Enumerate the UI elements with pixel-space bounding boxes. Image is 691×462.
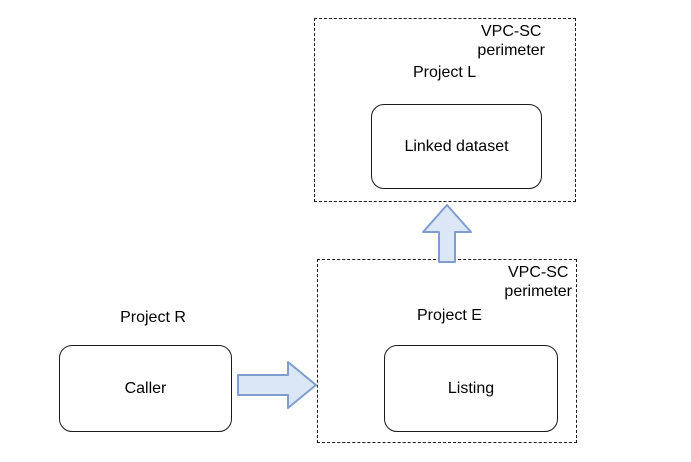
- caller-node-label: Caller: [124, 379, 167, 397]
- linked-dataset-node-label: Linked dataset: [404, 137, 509, 155]
- perimeter-top-label: VPC-SC perimeter: [477, 23, 545, 59]
- linked-dataset-node: Linked dataset: [371, 104, 542, 189]
- arrow-caller-to-listing-icon: [237, 361, 317, 409]
- up-arrow-shape: [422, 204, 472, 263]
- listing-node: Listing: [384, 345, 558, 432]
- vpc-sc-perimeter-top: VPC-SC perimeter Project L Linked datase…: [314, 18, 576, 202]
- caller-node: Caller: [59, 345, 232, 432]
- right-arrow-shape: [237, 361, 317, 409]
- project-l-label: Project L: [413, 64, 477, 81]
- vpc-sc-perimeter-bottom: VPC-SC perimeter Project E Listing: [317, 259, 577, 443]
- project-r-label: Project R: [120, 309, 186, 326]
- arrow-listing-to-linked-dataset-icon: [422, 204, 472, 263]
- perimeter-bottom-label: VPC-SC perimeter: [504, 264, 572, 300]
- project-e-label: Project E: [417, 307, 482, 324]
- listing-node-label: Listing: [447, 379, 495, 397]
